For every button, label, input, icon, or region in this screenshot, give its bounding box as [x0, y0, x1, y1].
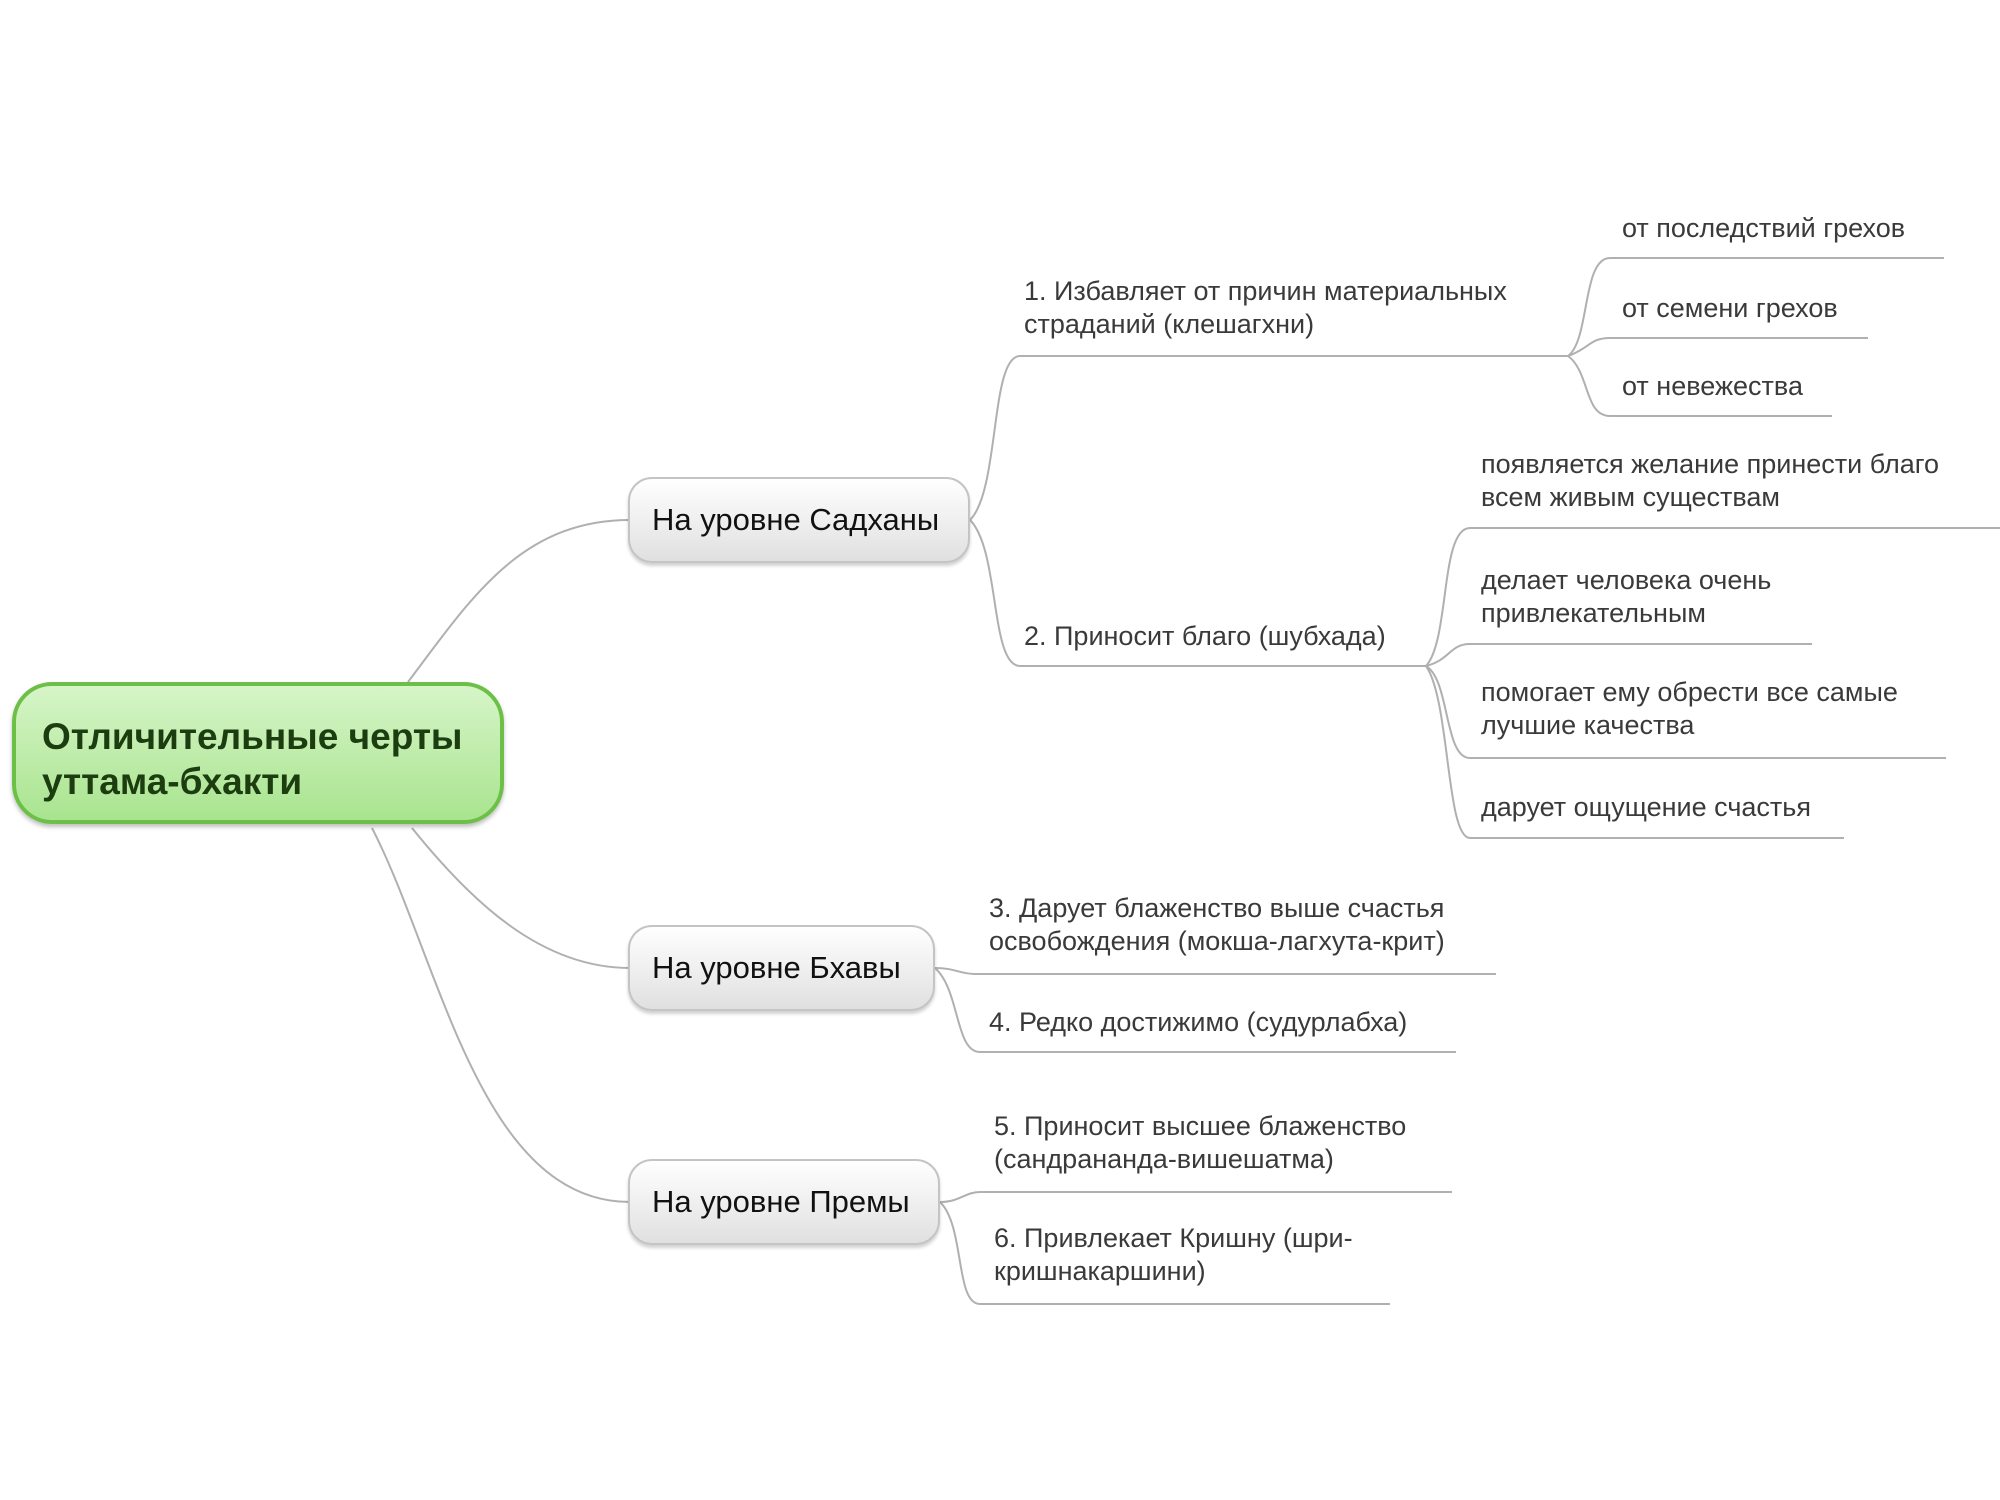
- item-2[interactable]: 2. Приносит благо (шубхада): [1024, 620, 1386, 653]
- item-1-sub-1[interactable]: от последствий грехов: [1622, 212, 1905, 245]
- item-2-sub-3-line1: помогает ему обрести все самые: [1481, 677, 1898, 707]
- connector-i2-s1: [1425, 527, 1471, 667]
- branch-prema[interactable]: На уровне Премы: [628, 1159, 940, 1245]
- item-2-sub-3-line2: лучшие качества: [1481, 710, 1695, 740]
- connector-i2-s2: [1425, 643, 1471, 667]
- item-5-line1: 5. Приносит высшее блаженство: [994, 1111, 1407, 1141]
- connector-i1-s1: [1567, 257, 1611, 357]
- item-4-line1: 4. Редко достижимо (судурлабха): [989, 1007, 1408, 1037]
- item-5-line2: (сандрананда-вишешатма): [994, 1144, 1334, 1174]
- connector-root-sadhana: [407, 519, 631, 683]
- item-2-sub-2-line1: делает человека очень: [1481, 565, 1772, 595]
- item-2-sub-1-line2: всем живым существам: [1481, 482, 1780, 512]
- item-6-line2: кришнакаршини): [994, 1256, 1206, 1286]
- item-1-sub-2[interactable]: от семени грехов: [1622, 292, 1838, 325]
- item-2-sub-4-line1: дарует ощущение счастья: [1481, 792, 1811, 822]
- item-2-sub-1-line1: появляется желание принести благо: [1481, 449, 1940, 479]
- item-2-sub-1[interactable]: появляется желание принести благо всем ж…: [1481, 448, 1939, 514]
- item-1[interactable]: 1. Избавляет от причин материальных стра…: [1024, 275, 1507, 341]
- branch-prema-label: На уровне Премы: [652, 1184, 910, 1219]
- item-3-line1: 3. Дарует блаженство выше счастья: [989, 893, 1445, 923]
- item-3[interactable]: 3. Дарует блаженство выше счастья освобо…: [989, 892, 1445, 958]
- root-title-line1: Отличительные черты: [42, 716, 463, 757]
- item-4[interactable]: 4. Редко достижимо (судурлабха): [989, 1006, 1407, 1039]
- connector-sadhana-i2: [969, 519, 1021, 667]
- item-1-line2: страданий (клешагхни): [1024, 309, 1315, 339]
- connector-i2-s3: [1425, 665, 1471, 759]
- connector-root-prema: [371, 827, 631, 1203]
- branch-bhava[interactable]: На уровне Бхавы: [628, 925, 935, 1011]
- branch-sadhana-label: На уровне Садханы: [652, 502, 940, 537]
- item-2-line1: 2. Приносит благо (шубхада): [1024, 621, 1386, 651]
- item-1-sub-3-text: от невежества: [1622, 371, 1803, 401]
- item-3-line2: освобождения (мокша-лагхута-крит): [989, 926, 1445, 956]
- item-1-sub-1-text: от последствий грехов: [1622, 213, 1906, 243]
- connector-i2-s4: [1425, 665, 1471, 839]
- connector-root-bhava: [411, 827, 631, 969]
- connector-bhava-i3: [934, 967, 976, 975]
- branch-sadhana[interactable]: На уровне Садханы: [628, 477, 970, 563]
- connector-i1-s2: [1567, 337, 1611, 357]
- root-title-line2: уттама-бхакти: [42, 761, 303, 802]
- connector-i1-s3: [1567, 355, 1611, 417]
- item-2-sub-2[interactable]: делает человека очень привлекательным: [1481, 564, 1771, 630]
- branch-bhava-label: На уровне Бхавы: [652, 950, 901, 985]
- root-node[interactable]: Отличительные черты уттама-бхакти: [12, 682, 504, 824]
- item-6[interactable]: 6. Привлекает Кришну (шри- кришнакаршини…: [994, 1222, 1353, 1288]
- item-1-sub-3[interactable]: от невежества: [1622, 370, 1803, 403]
- item-1-line1: 1. Избавляет от причин материальных: [1024, 276, 1507, 306]
- connector-prema-i5: [939, 1191, 981, 1203]
- connector-sadhana-i1: [969, 355, 1021, 521]
- connector-prema-i6: [939, 1201, 981, 1305]
- item-2-sub-4[interactable]: дарует ощущение счастья: [1481, 791, 1811, 824]
- item-6-line1: 6. Привлекает Кришну (шри-: [994, 1223, 1353, 1253]
- item-5[interactable]: 5. Приносит высшее блаженство (сандранан…: [994, 1110, 1406, 1176]
- connector-bhava-i4: [934, 967, 981, 1053]
- item-2-sub-2-line2: привлекательным: [1481, 598, 1706, 628]
- item-1-sub-2-text: от семени грехов: [1622, 293, 1838, 323]
- item-2-sub-3[interactable]: помогает ему обрести все самые лучшие ка…: [1481, 676, 1898, 742]
